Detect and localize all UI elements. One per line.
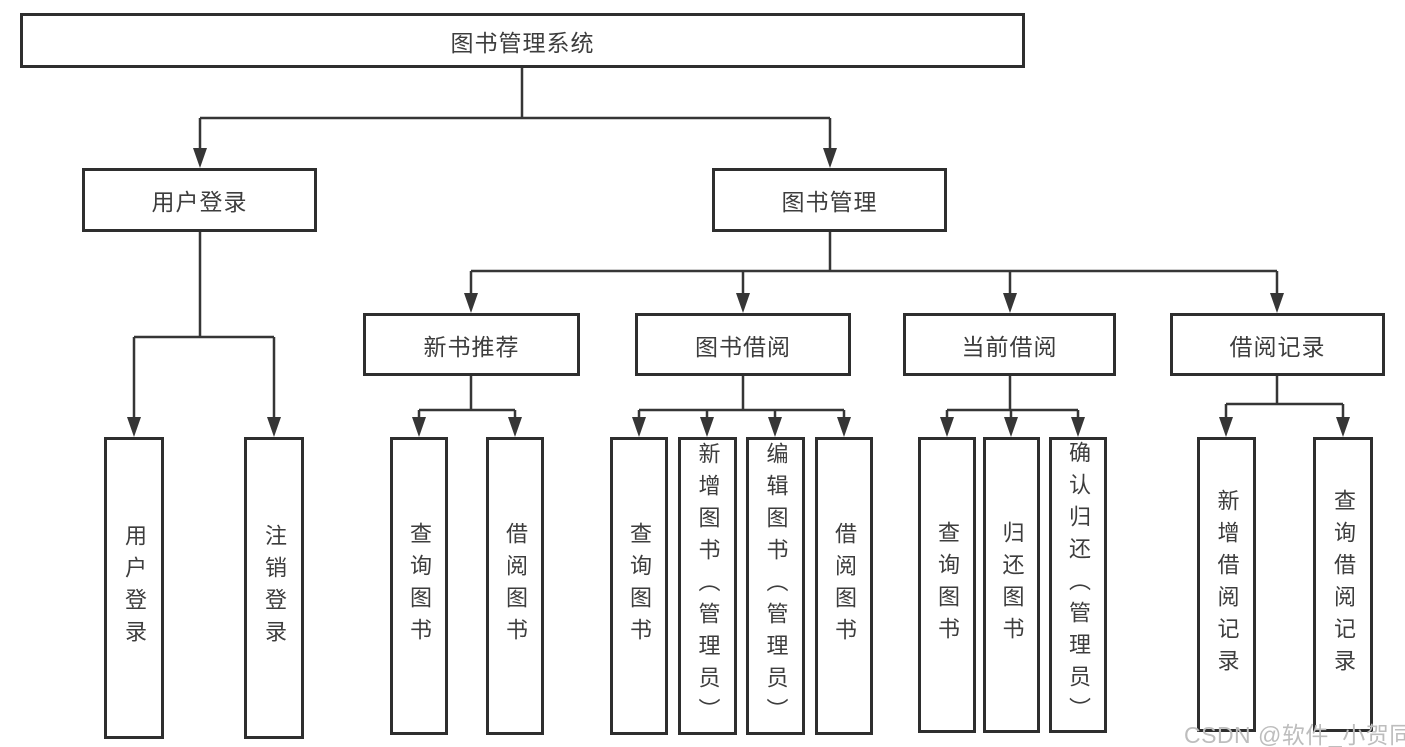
node-nbr-query-book-label: 查询图书 bbox=[407, 522, 432, 650]
node-ul-logout-label: 注销登录 bbox=[262, 524, 287, 652]
node-br-add-record-label: 新增借阅记录 bbox=[1214, 488, 1240, 681]
node-br-query-record: 查询借阅记录 bbox=[1313, 437, 1373, 732]
node-cb-return-book-label: 归还图书 bbox=[999, 521, 1025, 649]
node-new-book-recommend-label: 新书推荐 bbox=[423, 333, 520, 360]
node-cb-confirm-return-label: 确认归还（管理员） bbox=[1066, 441, 1091, 729]
node-bb-query-book: 查询图书 bbox=[610, 437, 668, 735]
node-current-borrowing: 当前借阅 bbox=[903, 313, 1116, 376]
node-bb-edit-book-label: 编辑图书（管理员） bbox=[763, 442, 789, 730]
node-cb-return-book: 归还图书 bbox=[983, 437, 1040, 733]
watermark: CSDN @软件_小贺同学 bbox=[1184, 722, 1405, 747]
node-cb-query-book: 查询图书 bbox=[918, 437, 976, 733]
node-ul-logout: 注销登录 bbox=[244, 437, 304, 739]
node-book-management: 图书管理 bbox=[712, 168, 947, 232]
node-br-add-record: 新增借阅记录 bbox=[1197, 437, 1256, 732]
tree-edges bbox=[132, 68, 1345, 419]
node-new-book-recommend: 新书推荐 bbox=[363, 313, 580, 376]
node-borrowing-records: 借阅记录 bbox=[1170, 313, 1385, 376]
node-bb-edit-book: 编辑图书（管理员） bbox=[746, 437, 805, 735]
node-bb-query-book-label: 查询图书 bbox=[627, 522, 652, 650]
node-book-borrowing: 图书借阅 bbox=[635, 313, 851, 376]
node-br-query-record-label: 查询借阅记录 bbox=[1331, 488, 1356, 681]
node-cb-confirm-return: 确认归还（管理员） bbox=[1049, 437, 1107, 733]
node-nbr-borrow-book: 借阅图书 bbox=[486, 437, 544, 735]
node-user-login: 用户登录 bbox=[82, 168, 317, 232]
node-library-management-system: 图书管理系统 bbox=[20, 13, 1025, 68]
node-book-management-label: 图书管理 bbox=[781, 189, 878, 215]
node-bb-add-book: 新增图书（管理员） bbox=[678, 437, 737, 735]
node-bb-add-book-label: 新增图书（管理员） bbox=[695, 442, 721, 730]
node-nbr-borrow-book-label: 借阅图书 bbox=[503, 522, 528, 650]
node-ul-user-login: 用户登录 bbox=[104, 437, 164, 739]
node-ul-user-login-label: 用户登录 bbox=[122, 524, 147, 652]
node-book-borrowing-label: 图书借阅 bbox=[695, 333, 791, 360]
node-user-login-label: 用户登录 bbox=[151, 189, 248, 215]
node-borrowing-records-label: 借阅记录 bbox=[1229, 333, 1326, 360]
node-bb-borrow-book-label: 借阅图书 bbox=[832, 522, 857, 650]
node-nbr-query-book: 查询图书 bbox=[390, 437, 448, 735]
node-current-borrowing-label: 当前借阅 bbox=[961, 333, 1058, 360]
node-cb-query-book-label: 查询图书 bbox=[935, 521, 960, 649]
node-library-management-system-label: 图书管理系统 bbox=[450, 29, 595, 56]
node-bb-borrow-book: 借阅图书 bbox=[815, 437, 873, 735]
